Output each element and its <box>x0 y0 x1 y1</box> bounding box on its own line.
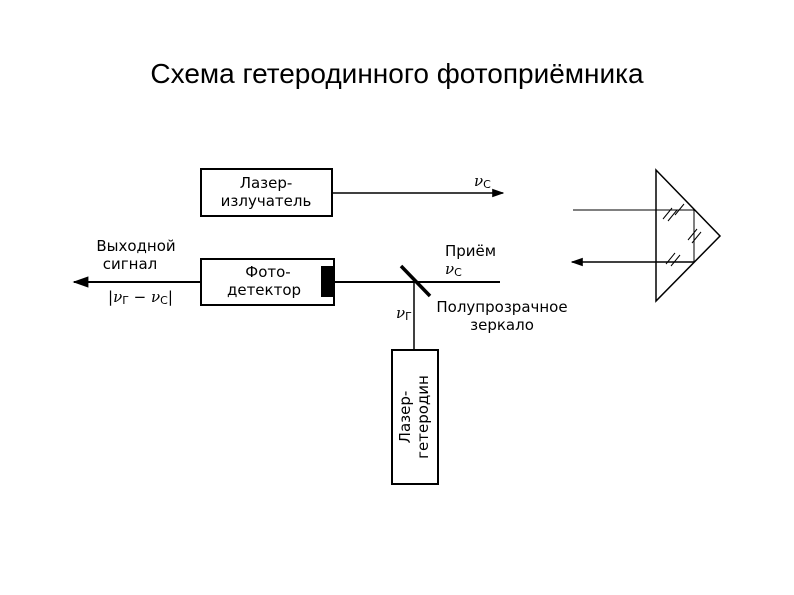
output-signal-label-line2: сигнал <box>103 255 157 273</box>
mirror-label-line1: Полупрозрачное <box>436 298 567 316</box>
receive-frequency-label: νС <box>445 260 462 279</box>
laser-emitter-label-line1: Лазер- <box>240 174 293 192</box>
output-signal-label-line1: Выходной <box>96 237 175 255</box>
mirror-label-line2: зеркало <box>470 316 534 334</box>
difference-frequency-formula: |νГ − νС| <box>108 288 173 307</box>
semitransparent-mirror <box>399 264 432 298</box>
photodetector-sensor <box>321 266 333 297</box>
emit-frequency-label: νС <box>474 172 491 191</box>
heterodyne-frequency-label: νГ <box>396 304 412 323</box>
photodetector-label-line2: детектор <box>227 281 301 299</box>
laser-heterodyne-box <box>391 349 439 485</box>
laser-emitter-label-line2: излучатель <box>221 192 312 210</box>
corner-reflector-prism <box>655 168 722 303</box>
laser-heterodyne-label-line2: гетеродин <box>414 375 432 459</box>
photodetector-label-line1: Фото- <box>245 263 290 281</box>
receive-label: Приём <box>445 242 496 260</box>
laser-heterodyne-label-line1: Лазер- <box>396 391 414 444</box>
laser-emitter-box <box>200 168 333 217</box>
prism-hatching <box>662 203 702 267</box>
slide-title: Схема гетеродинного фотоприёмника <box>150 58 644 89</box>
